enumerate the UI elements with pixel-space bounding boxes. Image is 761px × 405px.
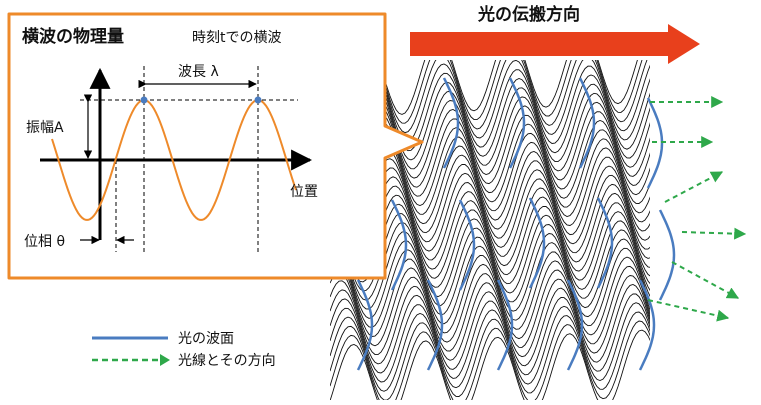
callout-border <box>7 12 424 280</box>
wavefront-group <box>356 77 676 371</box>
wave-layer <box>330 256 650 347</box>
wavefront <box>458 199 476 291</box>
wavefront <box>496 279 514 371</box>
propagation-direction: 光の伝搬方向 <box>410 4 700 64</box>
amplitude-label: 振幅A <box>26 120 64 136</box>
peak-dot <box>140 96 148 104</box>
legend: 光の波面 光線とその方向 <box>92 331 276 369</box>
legend-ray-arrowhead <box>160 354 170 366</box>
wavefront <box>658 209 676 301</box>
phase-label: 位相 θ <box>24 234 65 250</box>
ray-group <box>647 96 747 322</box>
legend-wavefront-label: 光の波面 <box>178 331 234 347</box>
wavefront <box>596 197 614 289</box>
wavefront <box>566 279 584 371</box>
callout-panel: 横波の物理量 時刻tでの横波 波長 λ 振幅A 位置 位相 θ <box>7 12 424 280</box>
legend-ray-label: 光線とその方向 <box>178 353 276 369</box>
wave-layer <box>330 238 650 328</box>
wave-layer <box>330 229 650 319</box>
peak-dot <box>254 96 262 104</box>
wavelength-label: 波長 λ <box>178 64 219 80</box>
wave-layer <box>330 320 650 400</box>
wavefront <box>426 279 444 371</box>
wave-layer <box>330 311 650 400</box>
wave-layer <box>330 265 650 356</box>
propagation-label: 光の伝搬方向 <box>477 4 580 25</box>
wavefront <box>390 199 408 291</box>
wave-layer <box>330 302 650 392</box>
position-label: 位置 <box>290 184 318 200</box>
wavefront <box>578 77 596 169</box>
ray <box>681 227 747 240</box>
wavefront <box>508 77 526 169</box>
ray <box>664 171 724 203</box>
wave-layer <box>330 329 650 400</box>
wave-layer <box>330 284 650 374</box>
callout-title: 横波の物理量 <box>22 26 124 47</box>
wavefront <box>638 279 656 371</box>
wavefront <box>442 77 460 169</box>
propagation-arrow <box>410 24 700 64</box>
wavefront <box>356 279 374 371</box>
wave-layer <box>330 247 650 337</box>
wave-layer <box>330 275 650 365</box>
wave-layer <box>330 293 650 383</box>
ray <box>671 261 740 299</box>
callout-subtitle: 時刻tでの横波 <box>192 30 282 46</box>
wavefront <box>528 197 546 289</box>
ray <box>647 299 730 322</box>
